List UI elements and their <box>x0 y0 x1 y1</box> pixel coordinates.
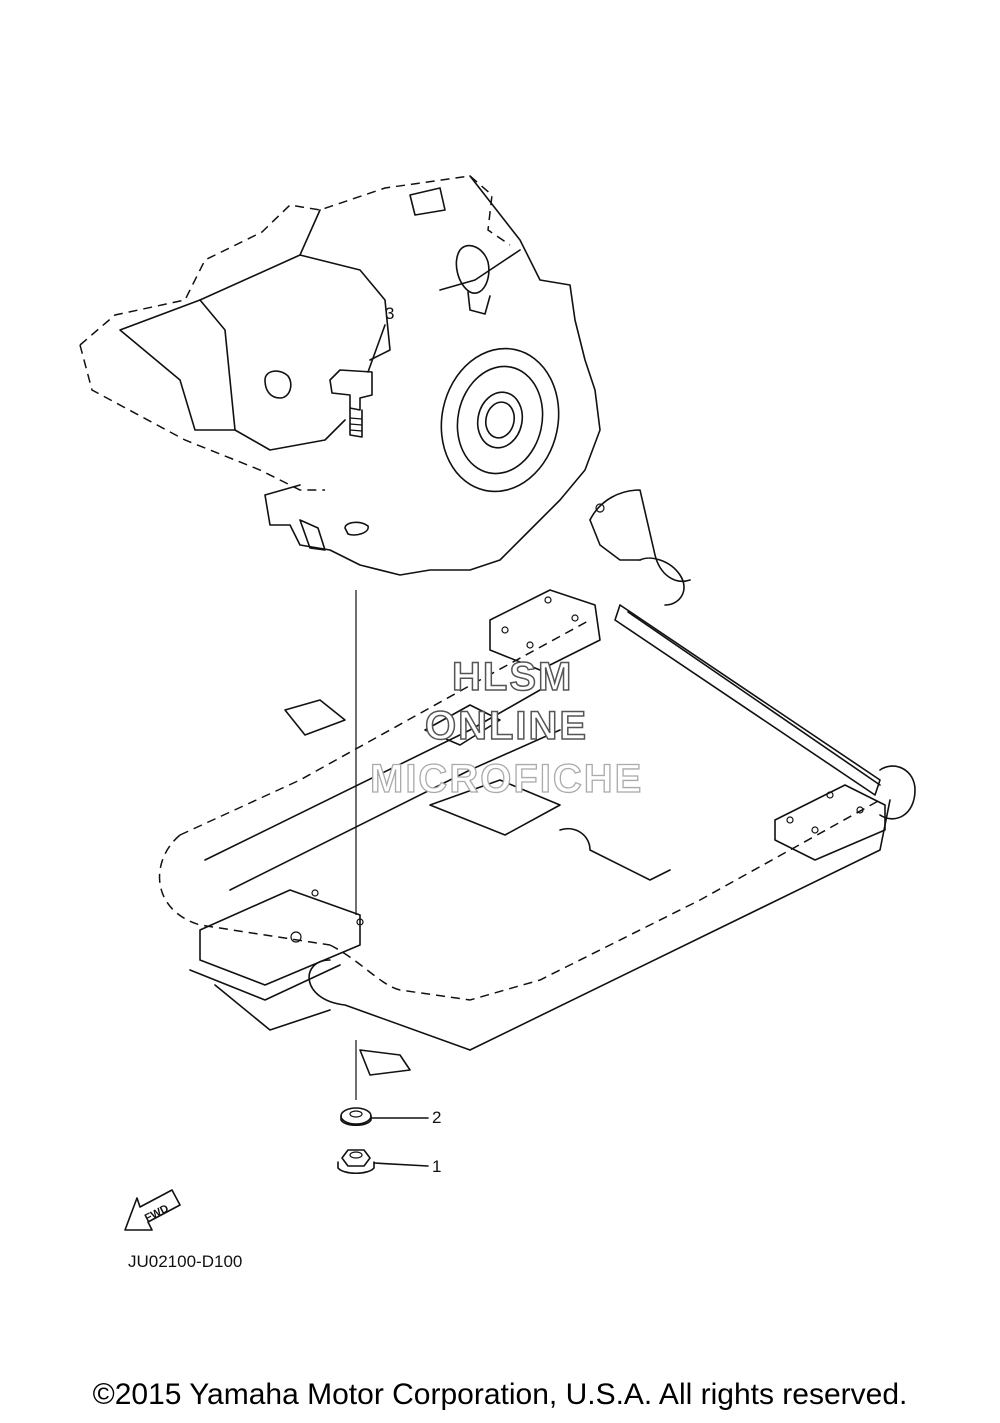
fwd-label: FWD <box>143 1203 171 1225</box>
diagram-code: JU02100-D100 <box>128 1252 243 1271</box>
callout-1: 1 <box>432 1157 442 1176</box>
watermark-line-1: HLSM <box>451 654 574 700</box>
callout-3: 3 <box>385 304 395 323</box>
washer-part <box>340 1107 429 1127</box>
watermark-line-2: ONLINE <box>424 703 589 749</box>
copyright-notice: ©2015 Yamaha Motor Corporation, U.S.A. A… <box>92 1378 908 1411</box>
engine-bracket-bolt <box>329 324 386 438</box>
nut-part <box>337 1149 429 1175</box>
callout-2: 2 <box>432 1108 442 1127</box>
watermark-line-3: MICROFICHE <box>369 756 644 801</box>
fwd-arrow-icon: FWD <box>124 1189 181 1231</box>
engine-outline <box>79 175 601 576</box>
frame-chassis <box>158 489 916 1076</box>
